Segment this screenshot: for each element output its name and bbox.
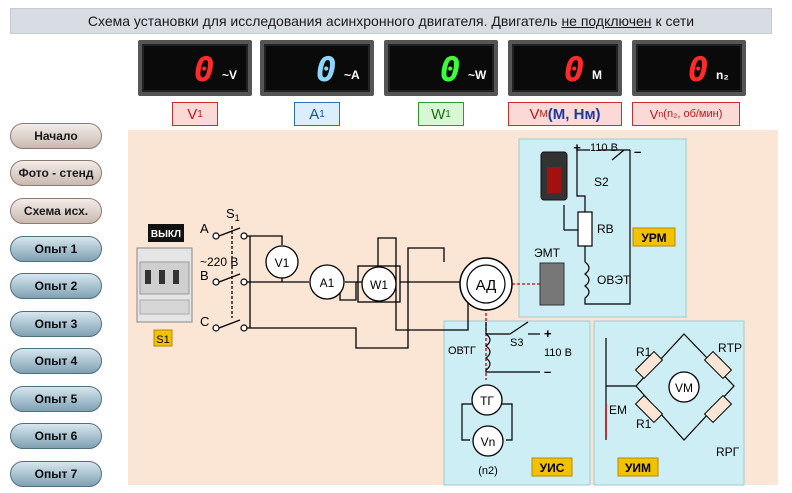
uim-vm: VМ (675, 381, 693, 395)
phase-c-label: C (200, 314, 209, 329)
meter-w1-value: 0 (440, 50, 461, 90)
phase-b-label: B (200, 268, 209, 283)
window-title: Схема установки для исследования асинхро… (10, 8, 772, 34)
s1-tag-text: S1 (156, 334, 169, 346)
mains-voltage-label: ~220 В (200, 255, 238, 269)
uis-voltage: 110 В (544, 347, 572, 359)
uis-tag-box (531, 457, 573, 477)
nav-start-button[interactable]: Начало (10, 123, 102, 149)
urm-rv: RВ (597, 222, 614, 236)
uis-vn: Vn (481, 435, 496, 449)
uim-r1a-box (634, 350, 664, 380)
uim-r1b-box (634, 394, 664, 424)
meter-vn: 0 n₂ (632, 40, 746, 96)
uim-em: ЕМ (609, 403, 627, 417)
toggle-switch-icon[interactable] (540, 151, 568, 201)
svg-text:–: – (634, 144, 641, 159)
nav-scheme-button[interactable]: Схема исх. (10, 198, 102, 224)
v1-circle-label: V1 (275, 256, 290, 270)
s1-tag-box (153, 329, 173, 347)
meter-vm-unit: M (592, 68, 602, 82)
urm-ovet: ОВЭТ (597, 273, 631, 287)
phase-a-label: A (200, 221, 209, 236)
uis-tg: ТГ (480, 394, 494, 408)
nav-exp3-button[interactable]: Опыт 3 (10, 311, 102, 337)
nav-exp1-button[interactable]: Опыт 1 (10, 236, 102, 262)
uim-rrg-box (703, 394, 733, 424)
title-prefix: Схема установки для исследования асинхро… (87, 13, 558, 29)
nav-exp4-button[interactable]: Опыт 4 (10, 348, 102, 374)
emt-block (539, 262, 565, 306)
nav-exp6-button[interactable]: Опыт 6 (10, 423, 102, 449)
nav-photo-button[interactable]: Фото - стенд (10, 160, 102, 186)
s1-label: S1 (226, 206, 240, 223)
meter-a1-unit: ~A (344, 68, 360, 82)
meter-v1-unit: ~V (222, 68, 238, 82)
urm-tag: УРМ (641, 231, 666, 245)
svg-text:+: + (544, 326, 552, 341)
uim-rrg: RРГ (716, 445, 740, 459)
meter-vm-value: 0 (564, 50, 585, 90)
uim-r1a: R1 (636, 345, 652, 359)
title-emphasis: не подключен (561, 13, 652, 29)
uim-tag-box (617, 457, 659, 477)
breaker-icon[interactable] (136, 247, 193, 323)
a1-circle (309, 264, 345, 300)
emt-label: ЭМТ (534, 246, 561, 260)
meter-vm: 0 M (508, 40, 622, 96)
w1-circle (361, 266, 397, 302)
v1-circle (265, 245, 299, 279)
svg-text:+: + (573, 140, 581, 155)
switch-state-text: ВЫКЛ (151, 229, 181, 240)
meter-v1: 0 ~V (138, 40, 252, 96)
nav-exp5-button[interactable]: Опыт 5 (10, 386, 102, 412)
svg-text:–: – (544, 364, 551, 379)
switch-state-badge[interactable] (148, 224, 184, 242)
uis-s3: S3 (510, 337, 523, 349)
uim-rtr: RТР (718, 341, 742, 355)
nav-exp7-button[interactable]: Опыт 7 (10, 461, 102, 487)
urm-voltage: 110 В (590, 142, 618, 154)
meter-w1: 0 ~W (384, 40, 498, 96)
urm-tag-box (632, 227, 676, 247)
nav-exp2-button[interactable]: Опыт 2 (10, 273, 102, 299)
motor-label: АД (476, 277, 497, 294)
uim-tag: УИМ (625, 461, 651, 475)
meter-a1: 0 ~A (260, 40, 374, 96)
meter-vn-value: 0 (688, 50, 709, 90)
meter-vn-unit: n₂ (716, 68, 729, 82)
uis-n2: (n2) (478, 465, 498, 477)
meter-w1-unit: ~W (468, 68, 487, 82)
urm-s2: S2 (594, 175, 609, 189)
vn-circle (472, 425, 504, 457)
title-suffix: к сети (655, 13, 695, 29)
meter-v1-value: 0 (194, 50, 215, 90)
vm-circle (668, 371, 700, 403)
uim-r1b: R1 (636, 417, 652, 431)
uim-rtr-box (703, 350, 733, 380)
w1-circle-label: W1 (370, 278, 388, 292)
a1-circle-label: A1 (320, 276, 335, 290)
meter-a1-value: 0 (316, 50, 337, 90)
uis-tag: УИС (540, 461, 565, 475)
uis-ovtg: ОВТГ (448, 345, 476, 357)
tg-circle (471, 384, 503, 416)
